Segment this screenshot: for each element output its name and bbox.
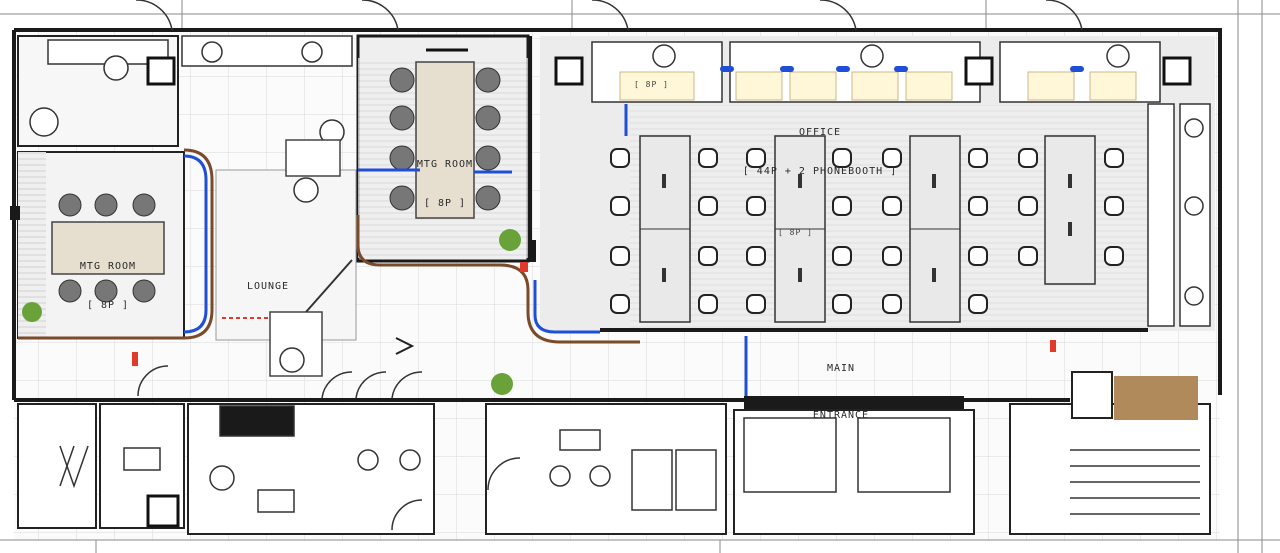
office-label: OFFICE [ 44P + 2 PHONEBOOTH ] bbox=[710, 100, 930, 191]
utility-room bbox=[1071, 371, 1113, 419]
desk-tag: [ 8P ] bbox=[778, 228, 813, 237]
phonebooth-tag: [ 8P ] bbox=[634, 80, 669, 89]
wood-storage bbox=[1114, 376, 1198, 420]
office-top-storage bbox=[554, 41, 1192, 136]
mtg-room-left-capacity: [ 8P ] bbox=[86, 300, 130, 311]
office-right-cabinets bbox=[1147, 103, 1211, 327]
left-meeting-room bbox=[17, 148, 214, 340]
door-swings bbox=[136, 0, 1083, 531]
mtg-room-left-name: MTG ROOM bbox=[79, 261, 137, 272]
center-meeting-room bbox=[333, 34, 640, 344]
lounge-area bbox=[215, 139, 513, 395]
main-entrance-line1: MAIN bbox=[826, 363, 856, 374]
lounge-label: LOUNGE bbox=[228, 254, 308, 306]
main-entrance-label: MAIN ENTRANCE bbox=[786, 336, 896, 435]
red-markers bbox=[132, 262, 1056, 366]
mtg-room-center-name: MTG ROOM bbox=[416, 159, 474, 170]
office-name: OFFICE bbox=[798, 127, 842, 138]
main-entrance-line2: ENTRANCE bbox=[812, 410, 870, 421]
mtg-room-left-label: MTG ROOM [ 8P ] bbox=[58, 234, 158, 325]
mtg-room-center-capacity: [ 8P ] bbox=[423, 198, 467, 209]
entrance-header bbox=[744, 396, 964, 410]
lounge-name: LOUNGE bbox=[246, 281, 290, 292]
top-left-room bbox=[17, 35, 353, 147]
office-detail: [ 44P + 2 PHONEBOOTH ] bbox=[742, 166, 898, 177]
columns bbox=[10, 206, 536, 262]
service-core-details bbox=[59, 405, 1200, 528]
office-desks bbox=[639, 135, 1096, 323]
mtg-room-center-label: MTG ROOM [ 8P ] bbox=[392, 132, 498, 223]
service-core bbox=[17, 403, 1211, 535]
